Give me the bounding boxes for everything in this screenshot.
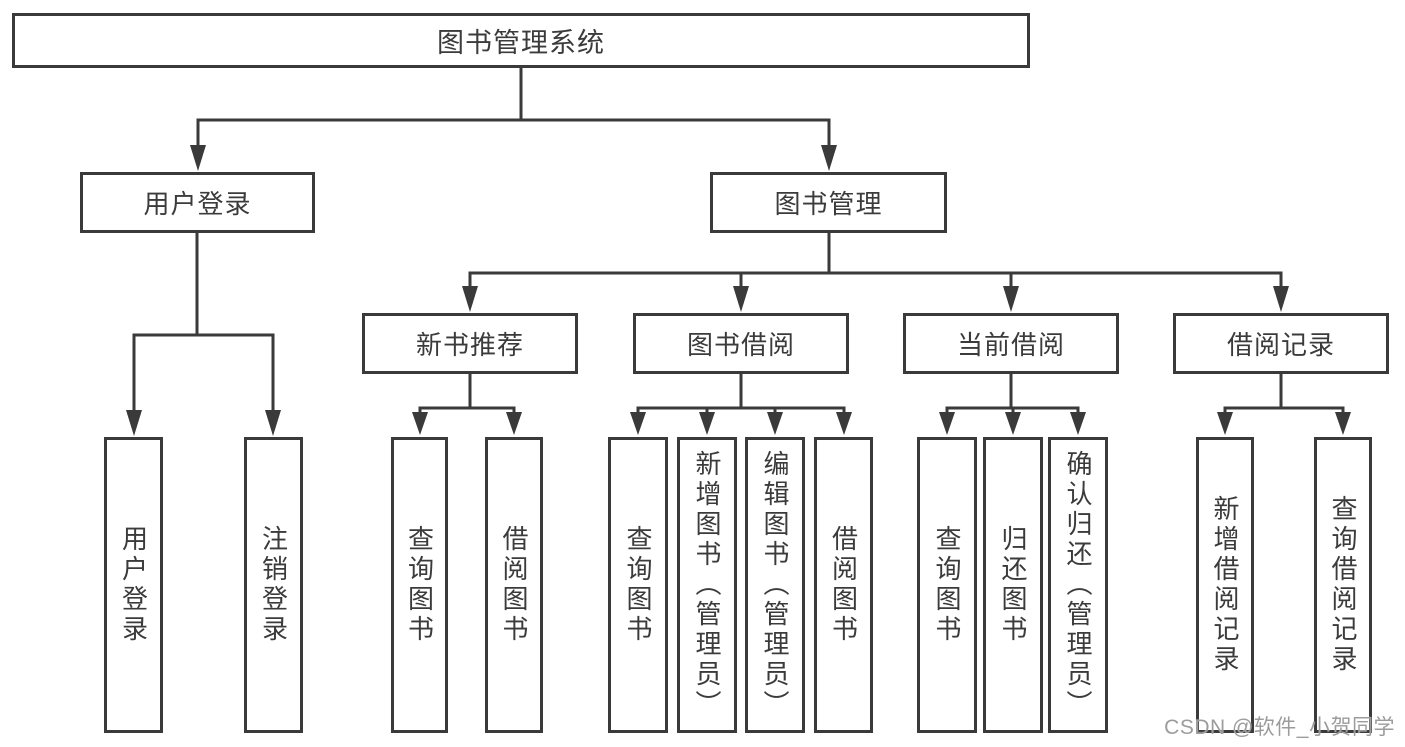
watermark: CSDN @软件_小贺同学 [1164, 716, 1395, 739]
leaf-return-books: 归还图书 [983, 437, 1043, 733]
leaf-edit-books-admin-label: 编辑图书（管理员） [760, 450, 790, 720]
leaf-query-books-recommend-label: 查询图书 [404, 525, 435, 645]
leaf-query-books-current: 查询图书 [917, 437, 977, 733]
node-current-borrowing-label: 当前借阅 [956, 330, 1065, 360]
leaf-borrow-books-label: 借阅图书 [828, 525, 859, 645]
leaf-query-books-current-label: 查询图书 [932, 525, 962, 645]
leaf-confirm-return-admin-label: 确认归还（管理员） [1063, 450, 1093, 720]
leaf-edit-books-admin: 编辑图书（管理员） [745, 437, 805, 733]
node-user-login: 用户登录 [80, 172, 315, 233]
leaf-add-borrow-record-label: 新增借阅记录 [1210, 495, 1240, 675]
leaf-borrow-books-recommend: 借阅图书 [485, 437, 543, 733]
node-borrowing-records: 借阅记录 [1173, 313, 1389, 374]
leaf-confirm-return-admin: 确认归还（管理员） [1048, 437, 1108, 733]
arrow-heads [126, 145, 1351, 436]
node-book-borrowing-label: 图书借阅 [686, 330, 795, 360]
leaf-query-borrow-record: 查询借阅记录 [1314, 437, 1372, 733]
leaf-logout: 注销登录 [244, 437, 303, 733]
leaf-user-login-label: 用户登录 [118, 525, 149, 645]
leaf-borrow-books-recommend-label: 借阅图书 [499, 525, 529, 645]
leaf-return-books-label: 归还图书 [998, 525, 1028, 645]
leaf-query-books-recommend: 查询图书 [391, 437, 448, 733]
leaf-logout-label: 注销登录 [258, 525, 289, 645]
node-root-label: 图书管理系统 [437, 28, 605, 58]
leaf-query-books-borrow: 查询图书 [608, 437, 668, 733]
node-user-login-label: 用户登录 [143, 189, 252, 219]
node-book-management: 图书管理 [710, 172, 947, 233]
leaf-add-books-admin-label: 新增图书（管理员） [692, 450, 722, 720]
leaf-add-books-admin: 新增图书（管理员） [677, 437, 737, 733]
node-new-book-recommendation-label: 新书推荐 [415, 330, 524, 360]
leaf-query-borrow-record-label: 查询借阅记录 [1328, 495, 1358, 675]
leaf-borrow-books: 借阅图书 [814, 437, 873, 733]
node-book-borrowing: 图书借阅 [633, 313, 849, 374]
node-root: 图书管理系统 [12, 13, 1030, 68]
leaf-add-borrow-record: 新增借阅记录 [1196, 437, 1254, 733]
node-new-book-recommendation: 新书推荐 [362, 313, 578, 374]
node-book-management-label: 图书管理 [774, 189, 883, 219]
node-current-borrowing: 当前借阅 [903, 313, 1119, 374]
node-borrowing-records-label: 借阅记录 [1226, 330, 1335, 360]
leaf-user-login: 用户登录 [104, 437, 163, 733]
leaf-query-books-borrow-label: 查询图书 [623, 525, 653, 645]
